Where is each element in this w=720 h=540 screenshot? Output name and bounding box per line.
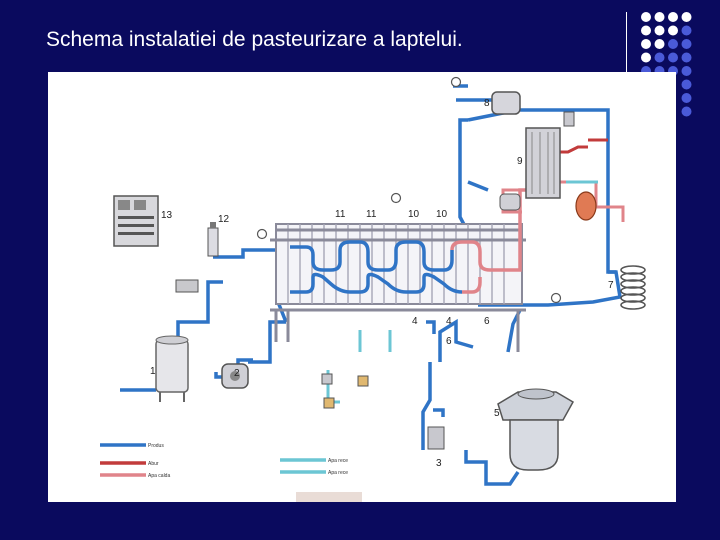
- decor-dot: [681, 52, 692, 63]
- cooling-coil-7: [620, 265, 646, 310]
- decor-dot: [641, 12, 651, 22]
- number-9: 9: [517, 156, 523, 167]
- decor-dot: [654, 52, 665, 63]
- decor-dot: [654, 25, 665, 36]
- number-3: 3: [436, 458, 442, 469]
- number-4b: 4: [446, 316, 452, 327]
- pump-2: [221, 363, 249, 389]
- number-4a: 4: [412, 316, 418, 327]
- legend-apa-rece-1: Apa rece: [328, 458, 348, 464]
- number-2: 2: [234, 368, 240, 379]
- legend: Produs Abur Apa calda Apa rece Apa rece: [100, 443, 348, 479]
- separator-5: [497, 388, 575, 471]
- component-numbers: 1 2 3 4 4 5 6 6 7 8 9 10 10 11 11 12 13: [150, 98, 614, 469]
- heater-9: [525, 111, 575, 199]
- decor-dot: [641, 25, 651, 36]
- decor-dot: [681, 106, 692, 117]
- he-flow-waves: [290, 188, 538, 294]
- decor-dot: [681, 93, 692, 103]
- flow-meter-12: [207, 222, 219, 257]
- legend-apa-rece-2: Apa rece: [328, 470, 348, 476]
- control-panel-13: [113, 195, 159, 247]
- decor-dot: [668, 12, 678, 22]
- number-12: 12: [218, 214, 230, 225]
- legend-produs: Produs: [148, 443, 164, 449]
- legend-apa-calda: Apa calda: [148, 473, 170, 479]
- number-10a: 10: [408, 209, 420, 220]
- pump-3: [427, 426, 445, 450]
- number-6b: 6: [446, 336, 452, 347]
- decor-dot: [641, 39, 651, 49]
- legend-abur: Abur: [148, 461, 159, 467]
- decor-dot: [641, 52, 651, 63]
- number-11b: 11: [366, 209, 377, 220]
- decor-dot: [681, 66, 692, 76]
- pasteurization-diagram: 1 2 3 4 4 5 6 6 7 8 9 10 10 11 11 12 13 …: [100, 76, 646, 502]
- decor-dot: [668, 25, 678, 36]
- hot-water-pump: [499, 193, 521, 211]
- number-8: 8: [484, 98, 490, 109]
- expansion-vessel: [575, 191, 597, 221]
- number-5: 5: [494, 408, 500, 419]
- decor-dot: [654, 12, 665, 22]
- cold-water-valves: [321, 373, 369, 409]
- homogenizer-valve: [175, 279, 199, 293]
- decor-dot: [668, 39, 678, 49]
- decor-dot: [668, 52, 678, 63]
- tank-8: [491, 91, 521, 115]
- decor-dot: [681, 79, 692, 90]
- diagram-panel: 1 2 3 4 4 5 6 6 7 8 9 10 10 11 11 12 13 …: [48, 72, 676, 502]
- decor-dot: [654, 39, 665, 49]
- number-1: 1: [150, 366, 156, 377]
- decor-dot: [681, 25, 692, 36]
- number-6a: 6: [484, 316, 490, 327]
- tank-1: [155, 335, 189, 402]
- slide-title: Schema instalatiei de pasteurizare a lap…: [46, 28, 463, 51]
- decor-dot: [681, 12, 692, 22]
- number-7: 7: [608, 280, 614, 291]
- title-divider: [626, 12, 627, 74]
- bottom-photo-strip: [296, 492, 362, 502]
- number-11a: 11: [335, 209, 346, 220]
- gauges: [256, 76, 562, 304]
- number-13: 13: [161, 210, 173, 221]
- number-10b: 10: [436, 209, 448, 220]
- decor-dot: [681, 39, 692, 49]
